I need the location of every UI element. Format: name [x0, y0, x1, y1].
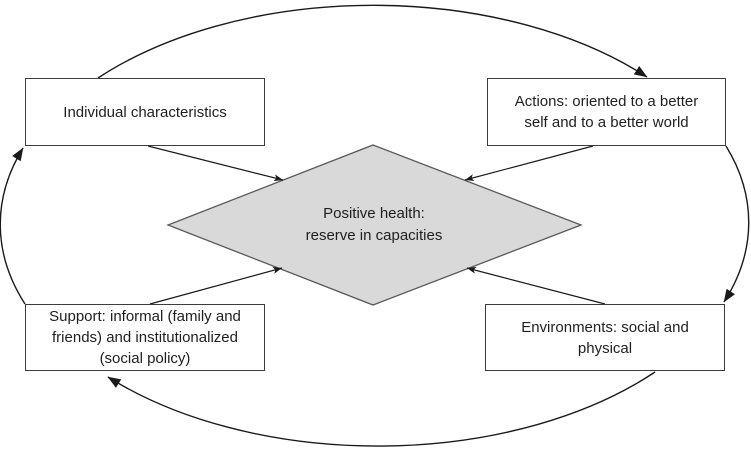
- node-actions: Actions: oriented to a better self and t…: [487, 78, 726, 146]
- cycle-arc-support-to-individual: [0, 147, 26, 305]
- arrow-support-to-center: [149, 266, 283, 305]
- node-environments-label: Environments: social and physical: [521, 318, 689, 357]
- node-actions-label: Actions: oriented to a better self and t…: [514, 93, 699, 131]
- cycle-arc-environments-to-support: [107, 371, 656, 447]
- cycle-arc-individual-to-actions: [97, 4, 648, 79]
- node-support: Support: informal (family and friends) a…: [25, 304, 265, 371]
- arrow-actions-to-center: [464, 145, 594, 182]
- arrow-individual-to-center: [147, 145, 284, 182]
- node-positive-health-label: Positive health: reserve in capacities: [305, 205, 443, 244]
- arrow-environments-to-center: [466, 266, 606, 305]
- node-support-label: Support: informal (family and friends) a…: [49, 308, 241, 367]
- node-individual-characteristics: Individual characteristics: [25, 78, 265, 146]
- node-environments: Environments: social and physical: [485, 304, 725, 371]
- cycle-arc-actions-to-environments: [723, 145, 750, 303]
- node-individual-characteristics-label: Individual characteristics: [63, 103, 227, 121]
